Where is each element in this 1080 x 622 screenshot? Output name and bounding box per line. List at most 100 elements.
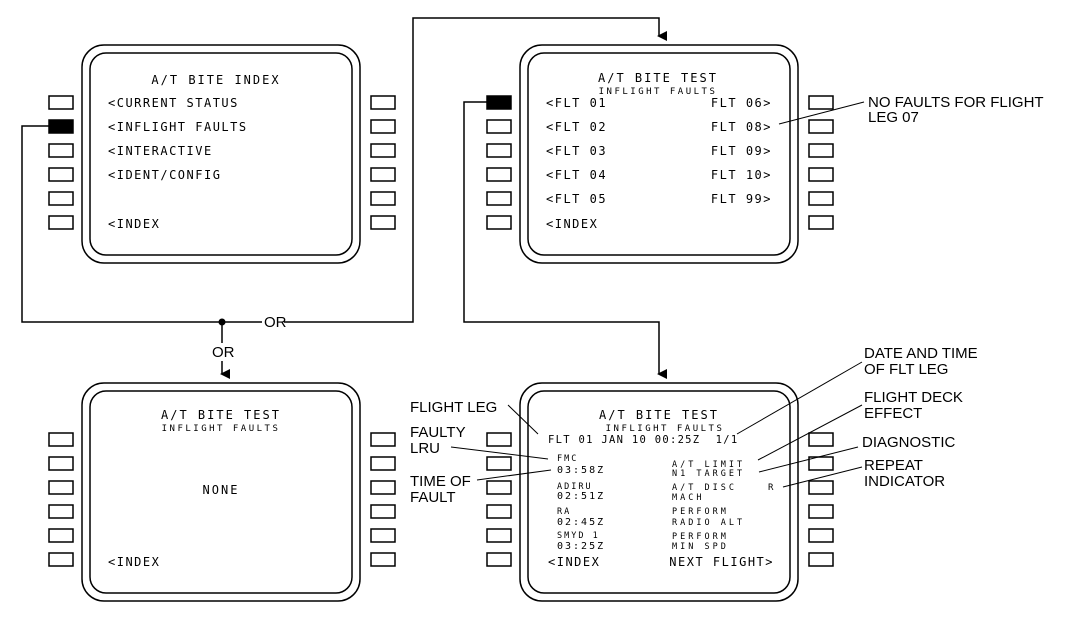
lsk-6r[interactable] (370, 552, 396, 567)
detail-title: A/T BITE TEST (599, 408, 719, 422)
lsk-1r[interactable] (370, 95, 396, 110)
cdu-flight-list-screen: A/T BITE TEST INFLIGHT FAULTS <FLT 01 <F… (486, 44, 834, 264)
callout-no-faults-line1: NO FAULTS FOR FLIGHT (868, 94, 1044, 111)
lsk-4r[interactable] (808, 504, 834, 519)
fault-1-lru: FMC (557, 454, 578, 464)
callout-flight-deck-line2: EFFECT (864, 405, 922, 422)
flight-list-index[interactable]: <INDEX (546, 217, 598, 231)
lsk-5l[interactable] (486, 528, 512, 543)
lsk-4r[interactable] (808, 167, 834, 182)
lsk-6r[interactable] (808, 552, 834, 567)
fault-4-lru: SMYD 1 (557, 531, 600, 541)
lsk-2r[interactable] (808, 119, 834, 134)
lsk-2r[interactable] (370, 456, 396, 471)
lsk-2l[interactable] (48, 119, 74, 134)
lsk-1l[interactable] (486, 95, 512, 110)
index-item-current-status[interactable]: <CURRENT STATUS (108, 96, 239, 110)
lsk-5l[interactable] (486, 191, 512, 206)
lsk-6l[interactable] (486, 215, 512, 230)
fault-3-diagnostic: RADIO ALT (672, 518, 745, 528)
callout-date-time-line2: OF FLT LEG (864, 361, 948, 378)
index-item-interactive[interactable]: <INTERACTIVE (108, 144, 213, 158)
index-item-index[interactable]: <INDEX (108, 217, 160, 231)
lsk-4r[interactable] (370, 167, 396, 182)
lsk-3l[interactable] (48, 143, 74, 158)
fault-1-time: 03:58Z (557, 465, 605, 476)
index-item-ident-config[interactable]: <IDENT/CONFIG (108, 168, 221, 182)
lsk-2r[interactable] (370, 119, 396, 134)
none-subtitle: INFLIGHT FAULTS (162, 424, 281, 434)
flight-list-left-2[interactable]: <FLT 02 (546, 120, 607, 134)
detail-next-flight[interactable]: NEXT FLIGHT> (669, 555, 774, 569)
lsk-4l[interactable] (48, 504, 74, 519)
index-item-inflight-faults[interactable]: <INFLIGHT FAULTS (108, 120, 248, 134)
lsk-4l[interactable] (486, 504, 512, 519)
lsk-1l[interactable] (486, 432, 512, 447)
lsk-6l[interactable] (486, 552, 512, 567)
flight-list-right-4[interactable]: FLT 10> (711, 168, 772, 182)
none-index[interactable]: <INDEX (108, 555, 160, 569)
lsk-1r[interactable] (808, 95, 834, 110)
lsk-1l[interactable] (48, 432, 74, 447)
lsk-2l[interactable] (48, 456, 74, 471)
connector-or-to-flight-list (284, 17, 667, 323)
fault-2-repeat: R (768, 483, 774, 493)
detail-index[interactable]: <INDEX (548, 555, 600, 569)
lsk-2l[interactable] (486, 119, 512, 134)
flight-list-right-2[interactable]: FLT 08> (711, 120, 772, 134)
lsk-3l[interactable] (486, 143, 512, 158)
lsk-4r[interactable] (370, 504, 396, 519)
fault-2-lru: ADIRU (557, 482, 593, 492)
fault-2-time: 02:51Z (557, 491, 605, 502)
flight-list-left-3[interactable]: <FLT 03 (546, 144, 607, 158)
lsk-5r[interactable] (808, 191, 834, 206)
lsk-1r[interactable] (808, 432, 834, 447)
lsk-1r[interactable] (370, 432, 396, 447)
fault-2-diagnostic: MACH (672, 493, 704, 503)
lsk-2l[interactable] (486, 456, 512, 471)
leader-flight-leg (507, 404, 539, 435)
fault-4-time: 03:25Z (557, 541, 605, 552)
callout-repeat-line2: INDICATOR (864, 473, 945, 490)
flight-list-left-1[interactable]: <FLT 01 (546, 96, 607, 110)
lsk-6l[interactable] (48, 552, 74, 567)
callout-repeat-line1: REPEAT (864, 457, 923, 474)
callout-faulty-lru-line1: FAULTY (410, 424, 466, 441)
lsk-6r[interactable] (808, 215, 834, 230)
lsk-5l[interactable] (48, 191, 74, 206)
lsk-6l[interactable] (48, 215, 74, 230)
lsk-3r[interactable] (808, 480, 834, 495)
lsk-2r[interactable] (808, 456, 834, 471)
lsk-5l[interactable] (48, 528, 74, 543)
lsk-4l[interactable] (486, 167, 512, 182)
fault-3-effect: PERFORM (672, 507, 729, 517)
cdu-index-screen: A/T BITE INDEX <CURRENT STATUS <INFLIGHT… (48, 44, 396, 264)
flight-list-right-3[interactable]: FLT 09> (711, 144, 772, 158)
flight-list-subtitle: INFLIGHT FAULTS (599, 87, 718, 97)
lsk-5r[interactable] (370, 191, 396, 206)
lsk-6r[interactable] (370, 215, 396, 230)
lsk-1l[interactable] (48, 95, 74, 110)
lsk-5r[interactable] (370, 528, 396, 543)
flight-list-left-4[interactable]: <FLT 04 (546, 168, 607, 182)
fault-1-effect: A/T LIMIT (672, 460, 745, 470)
callout-no-faults-line2: LEG 07 (868, 109, 919, 126)
flight-list-right-5[interactable]: FLT 99> (711, 192, 772, 206)
lsk-5r[interactable] (808, 528, 834, 543)
lsk-3r[interactable] (370, 143, 396, 158)
callout-flight-deck-line1: FLIGHT DECK (864, 389, 963, 406)
leader-date-time (736, 361, 863, 435)
lsk-4l[interactable] (48, 167, 74, 182)
lsk-3l[interactable] (48, 480, 74, 495)
flight-list-left-5[interactable]: <FLT 05 (546, 192, 607, 206)
lsk-3r[interactable] (370, 480, 396, 495)
fault-4-diagnostic: MIN SPD (672, 542, 729, 552)
flight-list-right-1[interactable]: FLT 06> (711, 96, 772, 110)
callout-flight-leg: FLIGHT LEG (410, 399, 497, 416)
callout-time-of-fault-line2: FAULT (410, 489, 456, 506)
connector-or-down: OR (212, 344, 235, 361)
lsk-3r[interactable] (808, 143, 834, 158)
connector-index-to-branch (21, 125, 222, 323)
lsk-3l[interactable] (486, 480, 512, 495)
